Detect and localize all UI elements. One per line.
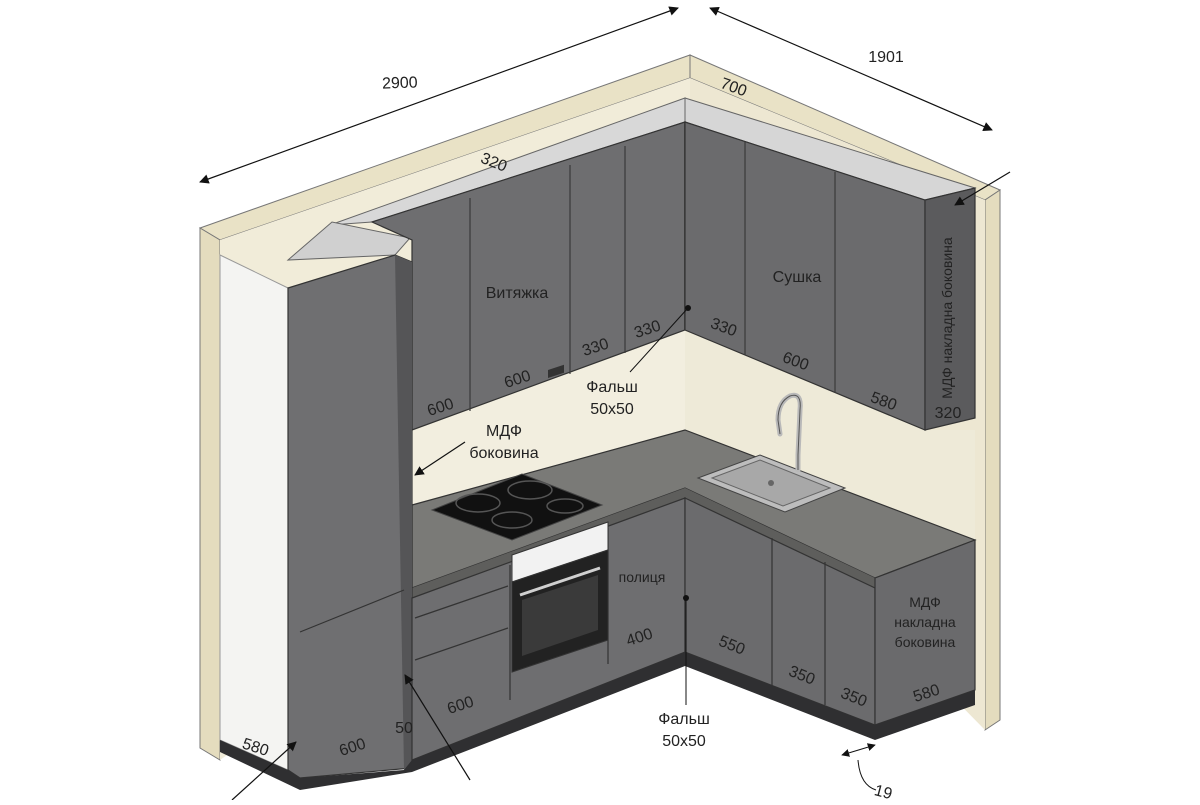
faucet-outline xyxy=(777,394,801,470)
dim-upper-right-4: 320 xyxy=(935,405,962,422)
tall-cabinet-side xyxy=(395,255,412,770)
burner-3 xyxy=(507,480,553,500)
gap-curve xyxy=(857,759,877,791)
mdf-overlay-lower-line3: боковина xyxy=(895,634,956,650)
cooktop-glass xyxy=(430,473,604,541)
oven-handle xyxy=(519,566,601,597)
backsplash-right xyxy=(685,330,975,540)
burner-2 xyxy=(491,511,533,529)
backsplash-left xyxy=(412,330,685,505)
left-wall-edge xyxy=(199,227,221,761)
dryer-label: Сушка xyxy=(773,269,822,286)
dim-line-2900 xyxy=(199,6,679,184)
false-upper-line2: 50x50 xyxy=(590,401,634,418)
false-lower-line2: 50x50 xyxy=(662,733,706,750)
tall-door-split xyxy=(299,589,405,633)
leader-false-upper xyxy=(629,307,689,373)
mdf-overlay-lower-line2: накладна xyxy=(894,614,956,630)
dim-2900: 2900 xyxy=(382,74,418,92)
sink xyxy=(696,392,847,513)
tall-cabinet xyxy=(287,254,413,779)
plinth xyxy=(220,652,975,790)
mdf-side-line2: боковина xyxy=(469,445,538,462)
backsplash xyxy=(412,330,975,540)
leader-bottom-mid xyxy=(404,674,471,781)
burner-4 xyxy=(546,498,584,514)
oven-window xyxy=(522,575,598,656)
drawer-line-2 xyxy=(414,627,509,661)
plinth-right xyxy=(685,652,975,740)
burner-1 xyxy=(455,493,501,513)
dim-tall-50: 50 xyxy=(395,720,413,737)
dimension-lines xyxy=(199,6,1011,801)
dim-1901: 1901 xyxy=(868,49,904,66)
dot-lower xyxy=(683,595,689,601)
upper-right-side-panel xyxy=(924,187,976,431)
shelf-label: полиця xyxy=(619,569,666,585)
sink-drain xyxy=(768,480,774,486)
mdf-side-line1: МДФ xyxy=(486,423,522,440)
dot-upper xyxy=(685,305,691,311)
countertop-edge-right xyxy=(685,488,875,588)
drawer-line-1 xyxy=(414,585,509,619)
right-wall-edge xyxy=(984,189,1001,731)
leader-gap-19 xyxy=(841,743,876,757)
mdf-overlay-lower-line1: МДФ xyxy=(909,594,940,610)
oven-display xyxy=(548,364,564,378)
upper-right-run xyxy=(684,121,976,431)
leader-mdf-upper xyxy=(954,171,1011,206)
dim-line-1901 xyxy=(709,7,993,131)
dim-gap-19: 19 xyxy=(872,782,894,800)
hood-label: Витяжка xyxy=(486,285,549,302)
leader-mdf-side xyxy=(414,441,466,476)
labels: 2900 1901 700 320 Витяжка Сушка МДФ накл… xyxy=(240,49,962,803)
oven xyxy=(511,364,609,673)
cooktop xyxy=(430,473,604,541)
wall-white-strip xyxy=(219,254,289,771)
leader-bottom-left xyxy=(231,741,297,801)
false-lower-line1: Фальш xyxy=(658,711,710,728)
tall-cabinet-front xyxy=(287,254,413,779)
mdf-overlay-side-upper: МДФ накладна боковина xyxy=(939,237,955,399)
false-upper-line1: Фальш xyxy=(586,379,638,396)
